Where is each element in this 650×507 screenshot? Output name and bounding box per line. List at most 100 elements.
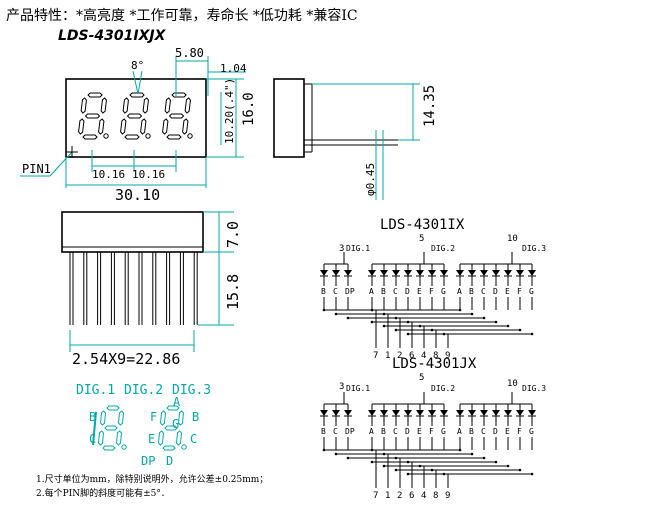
junction: [470, 312, 474, 316]
diode: [468, 410, 476, 416]
junction: [430, 328, 434, 332]
junction: [382, 324, 386, 328]
segment-e: [162, 118, 169, 135]
segment-d: [162, 445, 176, 451]
schematic-digit-label: DIG.1: [346, 384, 370, 393]
junction: [370, 448, 374, 452]
segment-b: [177, 410, 185, 426]
diode: [320, 410, 328, 416]
segment-f: [80, 97, 87, 114]
segment-label: D: [405, 287, 410, 296]
schematic-digit-label: DIG.1: [346, 244, 370, 253]
segment-label: B: [321, 287, 326, 296]
segment-label: DP: [345, 427, 355, 436]
junction: [418, 324, 422, 328]
junction: [494, 460, 498, 464]
segment-c: [140, 118, 147, 135]
segment-e: [97, 430, 105, 446]
segment-f: [99, 410, 107, 426]
dim-height-16: 16.0: [241, 92, 257, 126]
segment-label: G: [441, 287, 446, 296]
diode: [516, 410, 524, 416]
diode: [332, 410, 340, 416]
bottom-pin-label: 1: [385, 351, 390, 361]
bottom-dim-body: 7.0: [224, 221, 242, 248]
legend-seg-e: E: [148, 432, 155, 446]
legend-digit-one: [92, 411, 97, 446]
schematic-title: LDS-4301JX: [392, 356, 477, 372]
bottom-pin-label: 9: [445, 491, 450, 501]
legend-seg-b1: B: [89, 410, 96, 424]
bottom-pin-label: 2: [397, 351, 402, 361]
dim-104: 1.04: [220, 62, 247, 75]
schematic-pin-label: 10: [507, 379, 518, 389]
segment-label: E: [417, 287, 422, 296]
side-body: [273, 78, 305, 158]
junction: [382, 464, 386, 468]
diode: [380, 410, 388, 416]
diode: [440, 410, 448, 416]
features-text: 产品特性：*高亮度 *工作可靠，寿命长 *低功耗 *兼容IC: [6, 7, 358, 24]
bottom-pin-label: 2: [397, 491, 402, 501]
diode: [344, 270, 352, 276]
junction: [370, 320, 374, 324]
digit-group: [78, 92, 193, 140]
bottom-pin-label: 9: [445, 351, 450, 361]
bottom-pin-label: 7: [373, 351, 378, 361]
diode: [416, 270, 424, 276]
dim-pitch-1: 10.16: [92, 168, 125, 181]
junction: [346, 316, 350, 320]
segment-legend: DIG.1 DIG.2 DIG.3 A B C F G E B C DP D: [76, 383, 211, 468]
junction: [430, 468, 434, 472]
segment-label: E: [417, 427, 422, 436]
bottom-pin-label: 7: [373, 491, 378, 501]
legend-seg-d: D: [166, 454, 173, 468]
segment-e: [157, 430, 165, 446]
junction: [458, 308, 462, 312]
pin-row: [69, 252, 198, 325]
schematic-pin-label: 5: [419, 373, 424, 383]
decimal-point: [187, 133, 193, 139]
segment-label: E: [505, 287, 510, 296]
diode: [528, 410, 536, 416]
diode: [504, 270, 512, 276]
segment-g: [126, 113, 143, 119]
segment-b: [142, 97, 149, 114]
junction: [394, 468, 398, 472]
diode: [456, 410, 464, 416]
bottom-dim-pins: 15.8: [224, 274, 242, 310]
junction: [322, 308, 326, 312]
junction: [530, 332, 534, 336]
junction: [494, 320, 498, 324]
segment-label: A: [457, 427, 462, 436]
schematic-title: LDS-4301IX: [380, 217, 465, 233]
junction: [346, 456, 350, 460]
diode: [480, 270, 488, 276]
decimal-point: [181, 444, 187, 450]
front-view: 8° 5.80 1.04 16.0 10.20(.4") 10.16 10.16…: [20, 46, 257, 204]
bottom-dim-pitch: 2.54X9=22.86: [72, 350, 180, 368]
note-1: 1.尺寸单位为mm，除特别说明外，允许公差±0.25mm；: [36, 473, 268, 485]
junction: [382, 452, 386, 456]
segment-b: [184, 97, 191, 114]
segment-c: [182, 118, 189, 135]
diode: [492, 410, 500, 416]
segment-d: [102, 445, 116, 451]
segment-d: [166, 134, 182, 140]
junction: [418, 464, 422, 468]
segment-label: B: [469, 427, 474, 436]
diode: [428, 410, 436, 416]
segment-label: D: [493, 287, 498, 296]
junction: [506, 464, 510, 468]
diode: [428, 270, 436, 276]
schematic-pin-label: 10: [507, 234, 518, 244]
diode: [516, 270, 524, 276]
decimal-point: [121, 444, 127, 450]
diode: [504, 410, 512, 416]
diode: [440, 270, 448, 276]
legend-seg-dp: DP: [141, 454, 155, 468]
